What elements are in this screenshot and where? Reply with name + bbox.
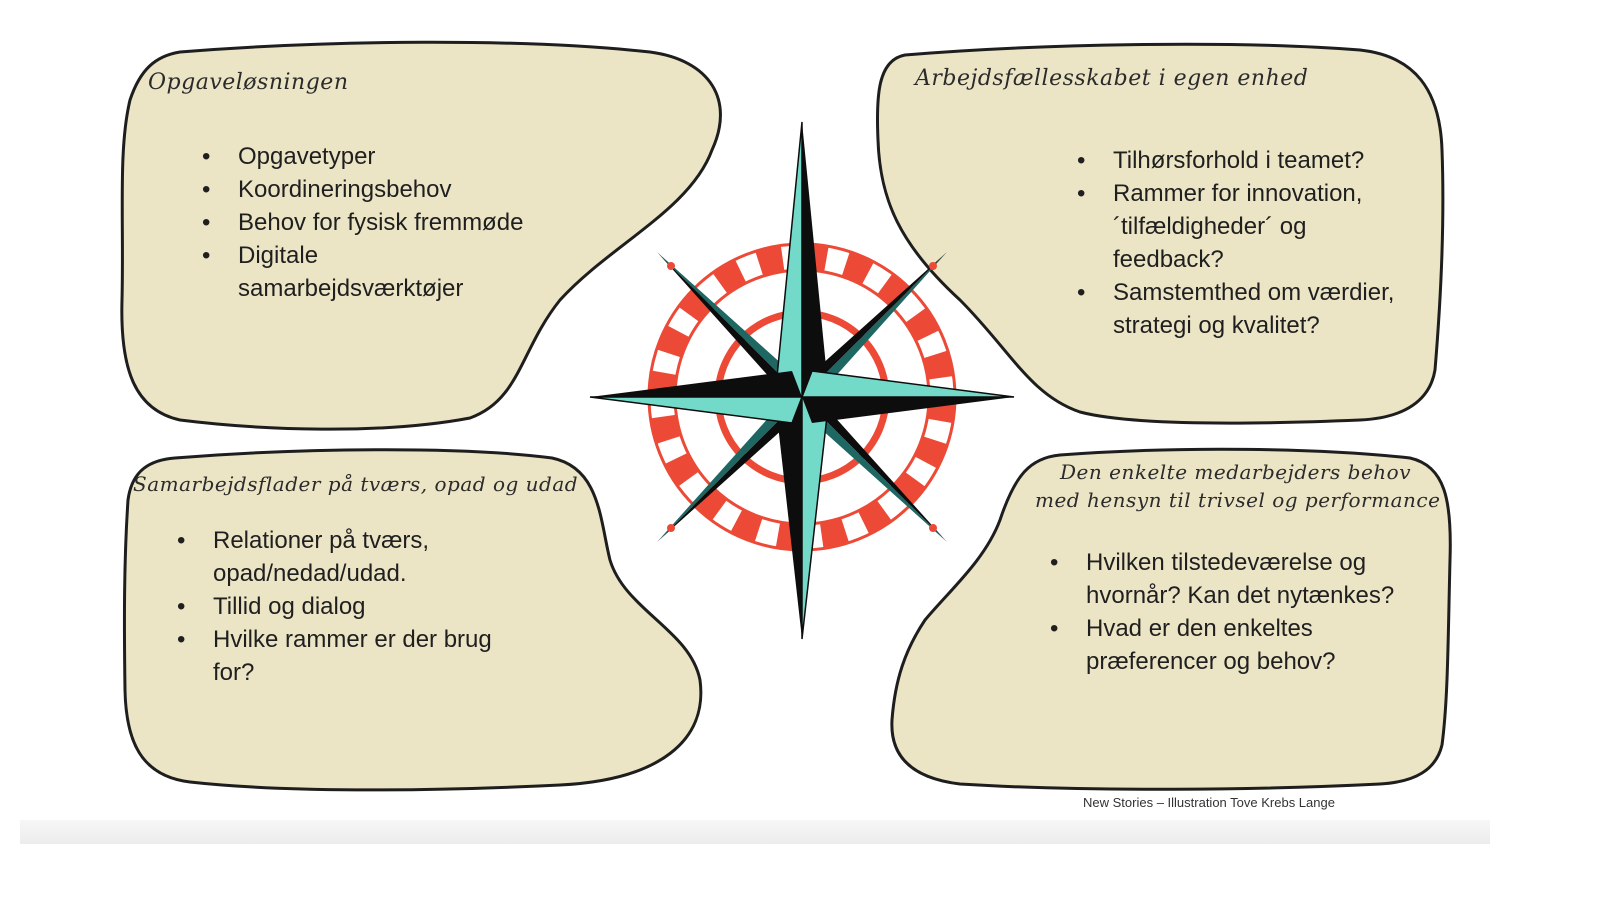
- panel-list-work-community: Tilhørsforhold i teamet? Rammer for inno…: [1075, 144, 1415, 342]
- list-item: Opgavetyper: [200, 140, 580, 173]
- list-item: Hvilke rammer er der brug for?: [175, 623, 513, 689]
- illustration-credit: New Stories – Illustration Tove Krebs La…: [1083, 795, 1335, 810]
- panel-title-work-community: Arbejdsfællesskabet i egen enhed: [915, 66, 1309, 91]
- list-item: Koordineringsbehov: [200, 173, 580, 206]
- panel-list-employee-needs: Hvilken tilstedeværelse og hvornår? Kan …: [1048, 546, 1408, 678]
- list-item: Hvad er den enkeltes præferencer og beho…: [1048, 612, 1386, 678]
- list-item: Tillid og dialog: [175, 590, 505, 623]
- panel-title-task-solving: Opgaveløsningen: [148, 70, 349, 95]
- list-item: Rammer for innovation, ´tilfældigheder´ …: [1075, 177, 1403, 276]
- panel-title-employee-needs-line2: med hensyn til trivsel og performance: [1035, 488, 1441, 512]
- compass-diagonal-points: [657, 252, 947, 542]
- list-item: Relationer på tværs, opad/nedad/udad.: [175, 524, 463, 590]
- compass-cardinal-points: [589, 121, 1015, 640]
- list-item: Behov for fysisk fremmøde: [200, 206, 580, 239]
- panel-title-collaboration: Samarbejdsflader på tværs, opad og udad: [133, 472, 579, 496]
- list-item: Tilhørsforhold i teamet?: [1075, 144, 1415, 177]
- panel-title-employee-needs-line1: Den enkelte medarbejders behov: [1060, 460, 1412, 484]
- bottom-band: [20, 820, 1490, 844]
- list-item: Digitale samarbejdsværktøjer: [200, 239, 498, 305]
- panel-list-collaboration: Relationer på tværs, opad/nedad/udad. Ti…: [175, 524, 505, 689]
- panel-list-task-solving: Opgavetyper Koordineringsbehov Behov for…: [200, 140, 580, 305]
- list-item: Samstemthed om værdier, strategi og kval…: [1075, 276, 1433, 342]
- list-item: Hvilken tilstedeværelse og hvornår? Kan …: [1048, 546, 1416, 612]
